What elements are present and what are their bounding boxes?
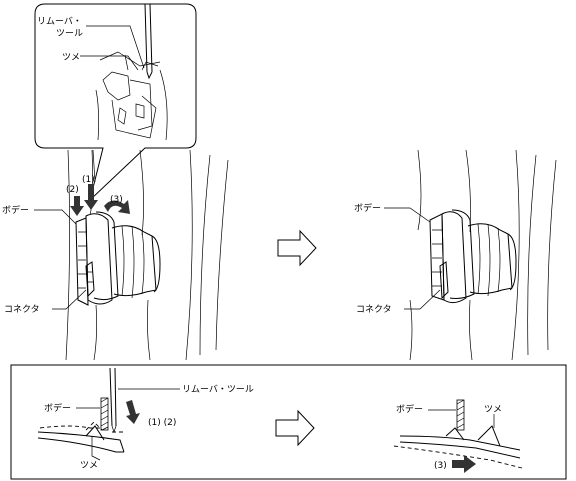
arrow-step2 [70,196,84,216]
arrow-step3-panel [452,455,476,473]
label-removal-tool-panel: リムーバ・ツール [182,384,254,395]
arrow-step3 [104,200,130,214]
arrow-to-after [277,229,317,267]
label-claw-panel-before: ツメ [80,461,98,471]
label-claw-panel-after: ツメ [484,405,502,415]
detail-panel: リムーバ・ツール ボデー (1) (2) ツメ ボデー [10,364,567,480]
label-step3-panel: (3) [434,461,447,471]
label-body-panel-after: ボデー [396,403,423,415]
label-body-before: ボデー [2,204,29,216]
zoom-callout: リムーバ・ ツール ツメ [34,3,197,202]
arrow-step12 [126,400,140,424]
label-removal-tool-line2: ツール [56,29,83,39]
arrow-step1 [84,184,98,210]
label-step12: (1) (2) [148,418,176,428]
cross-section-before: リムーバ・ツール ボデー (1) (2) ツメ [37,367,254,471]
before-state: (1) (2) (3) ボデー コネクタ [2,149,229,361]
cross-section-after: ボデー ツメ (3) [393,399,523,473]
label-step1: (1) [82,175,95,185]
label-step3: (3) [110,195,123,205]
label-connector-after: コネクタ [356,304,392,315]
label-claw-callout: ツメ [62,53,80,63]
callout-connector-sketch [95,51,168,141]
label-removal-tool-line1: リムーバ・ [37,16,82,27]
callout-removal-tool [144,3,153,80]
after-state: ボデー コネクタ [354,149,557,361]
label-body-panel-before: ボデー [44,402,71,414]
label-step2: (2) [66,185,79,195]
label-connector-before: コネクタ [4,304,40,315]
label-body-after: ボデー [354,202,381,214]
panel-arrow [275,409,315,447]
